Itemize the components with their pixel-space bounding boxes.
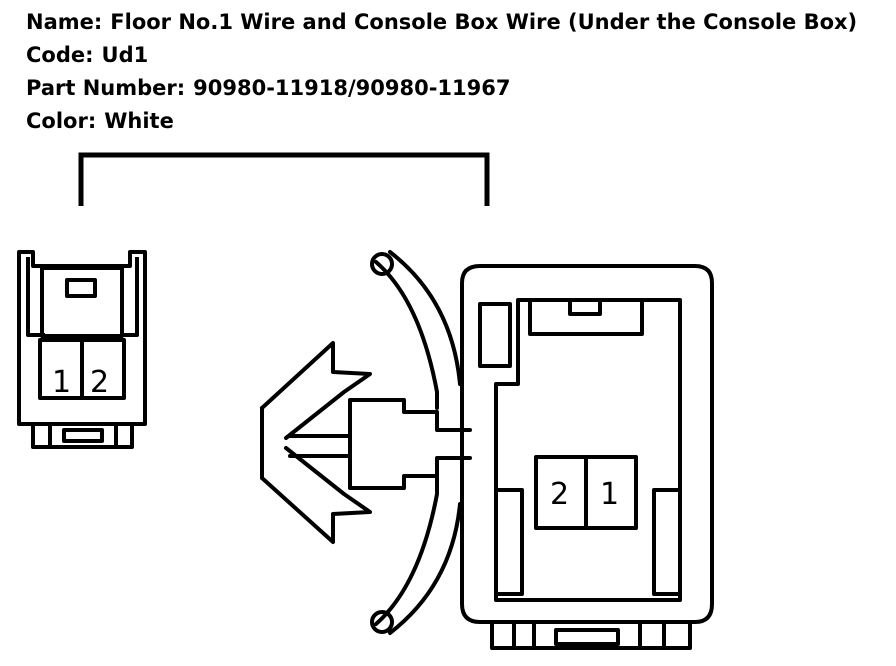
left-connector-pin-1: 1 [52,365,71,400]
left-connector-latch-left [26,257,45,337]
left-connector-base-slot [62,428,104,443]
code-line: Code: Ud1 [26,39,857,72]
color-line: Color: White [26,105,857,138]
right-connector-pin-1: 1 [600,477,619,512]
clip-lower-arm-outer [388,502,462,635]
color-label: Color: [26,109,97,133]
right-connector-inner-frame [494,298,682,602]
right-connector [260,250,714,650]
clip-lower-wing [260,446,372,544]
part-number-line: Part Number: 90980-11918/90980-11967 [26,72,857,105]
clip-upper-arm-outer [388,250,462,386]
right-connector-pin-2: 2 [550,477,569,512]
right-connector-lock-bar [528,298,644,336]
name-line: Name: Floor No.1 Wire and Console Box Wir… [26,6,857,39]
right-connector-base-slot [554,628,620,646]
clip-upper-arm [374,260,439,410]
left-connector-pin-2: 2 [90,365,109,400]
right-connector-body [460,264,714,624]
right-connector-lock-tab [568,298,602,316]
connector-info: Name: Floor No.1 Wire and Console Box Wir… [26,6,857,138]
clip-upper-knob [370,252,394,276]
part-number-label: Part Number: [26,76,186,100]
clip-upper-wing [260,341,372,440]
code-value: Ud1 [101,43,149,67]
left-connector-latch-right [120,257,139,337]
name-label: Name: [26,10,103,34]
left-connector-inner-frame [40,266,124,338]
clip-lower-knob [370,610,394,634]
right-connector-left-rail [494,488,524,596]
clip-lower-arm [374,476,439,626]
connection-bracket [78,152,490,206]
color-value: White [104,109,174,133]
name-value: Floor No.1 Wire and Console Box Wire (Un… [110,10,858,34]
code-label: Code: [26,43,94,67]
left-connector [17,250,147,449]
clip-stem-lower [288,454,472,490]
left-connector-lock-tab [65,278,97,298]
right-connector-side-slot [478,302,512,368]
right-connector-base [490,620,692,650]
part-number-value: 90980-11918/90980-11967 [193,76,511,100]
right-connector-right-rail [652,488,682,596]
clip-stem [288,398,472,438]
